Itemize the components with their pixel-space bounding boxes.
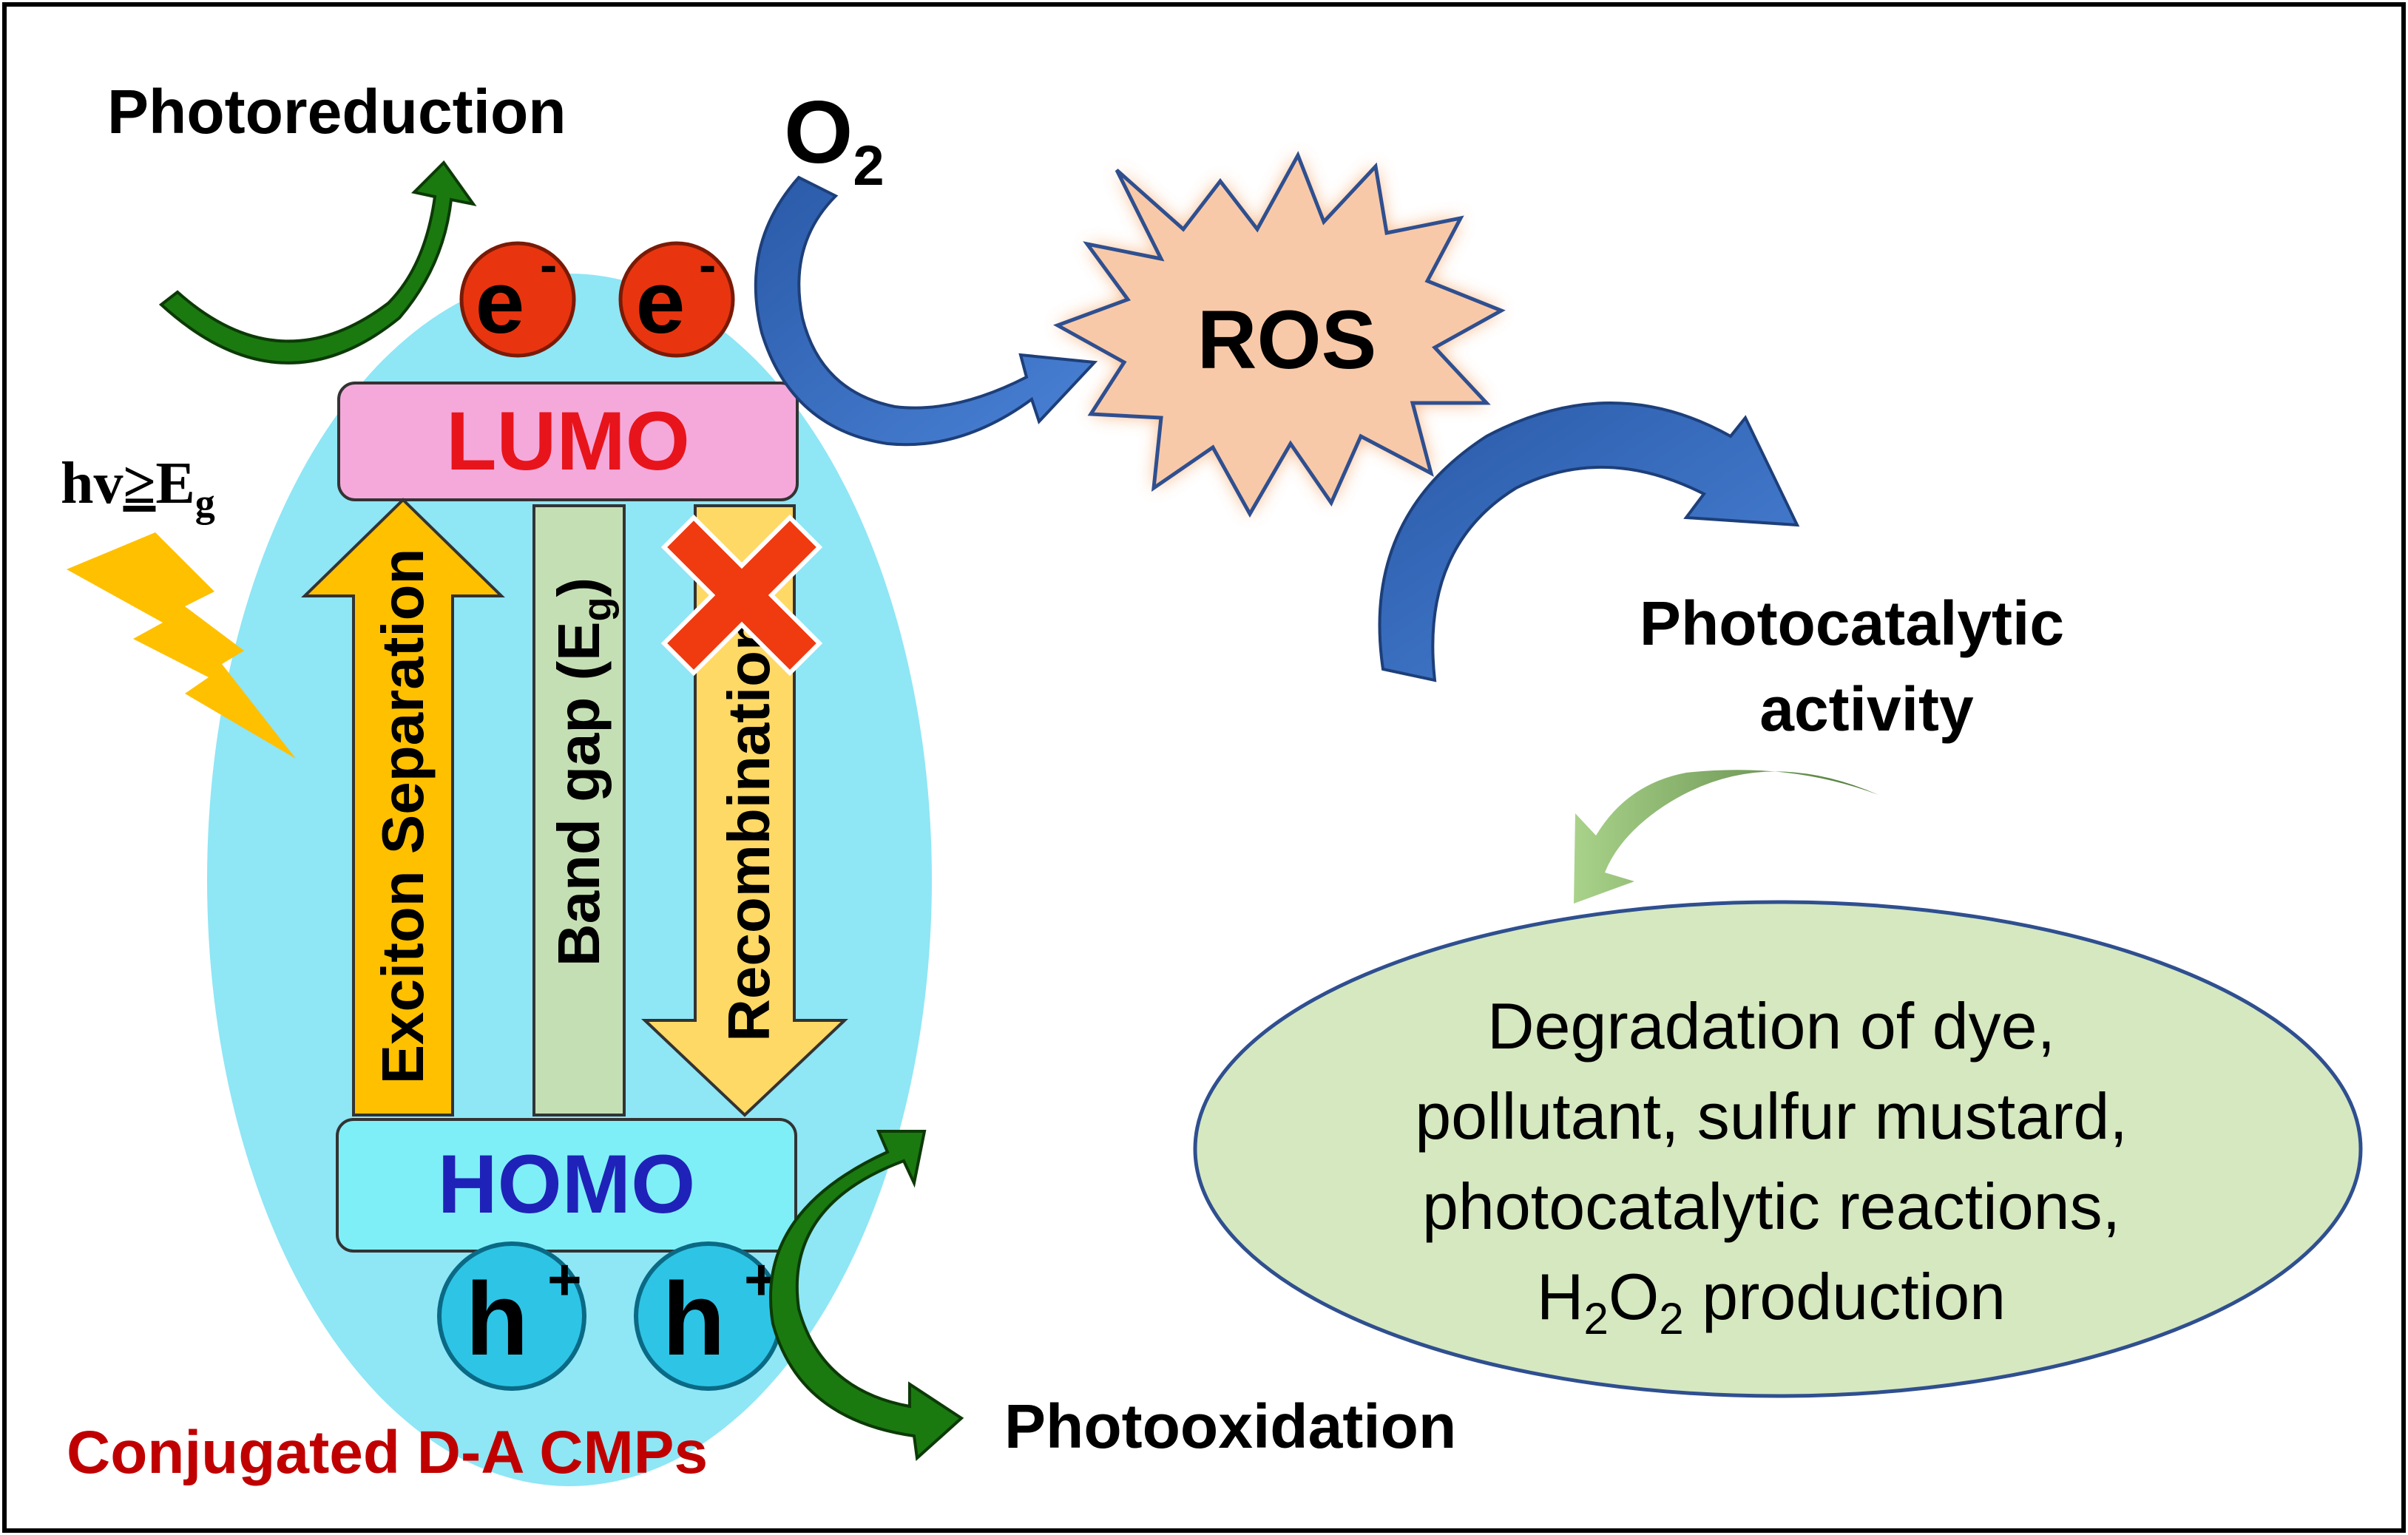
svg-text:h: h bbox=[662, 1261, 726, 1377]
ros-burst bbox=[1053, 151, 1506, 518]
ros-to-activity-arrow bbox=[1378, 401, 1800, 682]
exciton-separation-arrow bbox=[301, 498, 505, 1116]
applications-line1: Degradation of dye, bbox=[1487, 989, 2055, 1063]
photoreduction-label: Photoreduction bbox=[107, 77, 567, 146]
band-gap-bar bbox=[532, 504, 626, 1116]
svg-text:-: - bbox=[699, 236, 716, 294]
homo-box bbox=[336, 1118, 797, 1253]
light-energy-label: hv≥Eg bbox=[61, 451, 215, 525]
applications-line2: pollutant, sulfur mustard, bbox=[1415, 1080, 2128, 1153]
applications-line4: H2O2 production bbox=[1537, 1260, 2006, 1343]
photooxidation-arrow bbox=[769, 1130, 964, 1462]
band-gap-label: Band gap (Eg) bbox=[546, 577, 620, 966]
oxygen-label: O2 bbox=[784, 83, 885, 197]
conjugated-cmps-label: Conjugated D-A CMPs bbox=[67, 1419, 708, 1486]
photooxidation-label: Photooxidation bbox=[1004, 1392, 1456, 1461]
photocatalytic-activity-line1: Photocatalytic bbox=[1640, 589, 2064, 658]
oxygen-to-ros-arrow bbox=[754, 175, 1098, 447]
recombination-label: Recombination bbox=[716, 614, 782, 1042]
svg-text:e: e bbox=[476, 253, 525, 352]
electron-2: e - bbox=[618, 236, 735, 358]
lumo-box bbox=[337, 382, 799, 501]
applications-line3: photocatalytic reactions, bbox=[1422, 1170, 2120, 1243]
ros-label: ROS bbox=[1197, 294, 1377, 386]
svg-text:h: h bbox=[465, 1261, 529, 1377]
applications-ellipse bbox=[1193, 900, 2363, 1398]
lumo-label: LUMO bbox=[446, 395, 690, 487]
cross-icon bbox=[660, 514, 823, 677]
exciton-separation-label: Exciton Separation bbox=[370, 549, 436, 1085]
hole-1: h + bbox=[437, 1241, 586, 1391]
svg-text:+: + bbox=[547, 1247, 582, 1312]
electron-1: e - bbox=[459, 236, 576, 358]
photocatalytic-activity-line2: activity bbox=[1759, 674, 1974, 744]
svg-text:-: - bbox=[540, 236, 557, 294]
photoreduction-arrow bbox=[158, 160, 477, 365]
svg-text:e: e bbox=[636, 253, 686, 352]
hole-2: h + bbox=[634, 1241, 783, 1391]
recombination-arrow bbox=[640, 504, 849, 1117]
homo-label: HOMO bbox=[438, 1138, 695, 1230]
lightning-icon bbox=[67, 532, 296, 759]
activity-to-applications-arrow bbox=[1574, 770, 1878, 904]
